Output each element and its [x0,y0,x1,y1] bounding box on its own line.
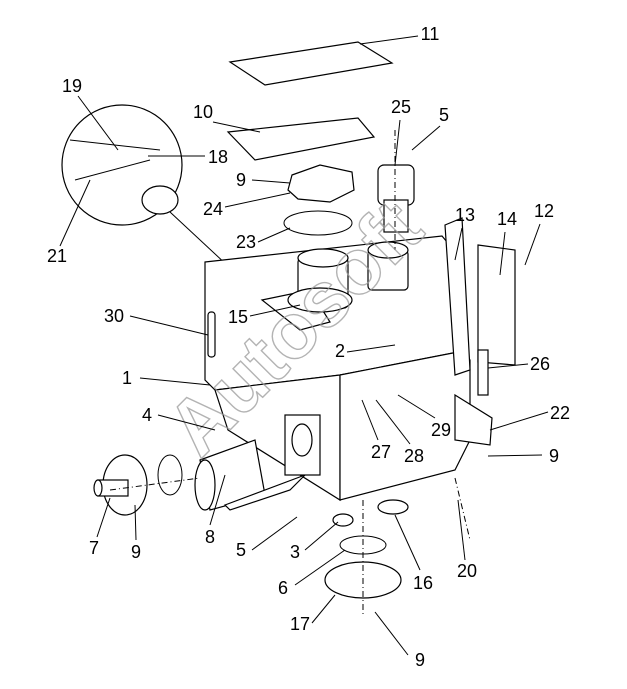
callout-15: 15 [228,307,248,327]
callout-18: 18 [208,147,228,167]
callout-10: 10 [193,102,213,122]
part-13-panel [444,217,471,376]
part-16-cap [377,499,409,515]
leader-lines [59,35,549,656]
part-1-tank-body [204,235,471,502]
callout-24: 24 [203,199,223,219]
callout-5: 5 [236,540,246,560]
callout-27: 27 [371,442,391,462]
callout-3: 3 [290,542,300,562]
callout-11: 11 [421,24,440,44]
part-14-cover [477,244,516,366]
part-10-gasket [226,117,376,161]
callout-22: 22 [550,403,570,423]
callout-4: 4 [142,405,152,425]
callout-14: 14 [497,209,517,229]
callout-21: 21 [47,246,67,266]
part-23-o-ring [283,210,353,236]
callout-9: 9 [415,650,425,670]
part-24-flange [287,164,355,203]
callout-1: 1 [122,368,132,388]
callout-26: 26 [530,354,550,374]
callout-23: 23 [236,232,256,252]
callout-9: 9 [236,170,246,190]
callout-9: 9 [131,542,141,562]
part-25-filter [377,164,415,233]
callout-9: 9 [549,446,559,466]
callout-13: 13 [455,205,475,225]
callout-7: 7 [89,538,99,558]
callout-2: 2 [335,341,345,361]
callout-20: 20 [457,561,477,581]
part-8-pipe [194,439,306,511]
callout-28: 28 [404,446,424,466]
callout-25: 25 [391,97,411,117]
part-26-bracket [477,349,489,396]
part-11-top-cover [228,41,394,86]
callout-19: 19 [62,76,82,96]
callout-6: 6 [278,578,288,598]
callout-8: 8 [205,527,215,547]
callout-5: 5 [439,105,449,125]
part-22-bracket [454,393,493,446]
callout-labels: 11 10 25 5 19 18 9 24 23 21 13 14 12 15 … [47,24,570,670]
callout-30: 30 [104,306,124,326]
callout-16: 16 [413,573,433,593]
callout-12: 12 [534,201,554,221]
part-3-plug [332,513,354,527]
callout-17: 17 [290,614,310,634]
callout-29: 29 [431,420,451,440]
